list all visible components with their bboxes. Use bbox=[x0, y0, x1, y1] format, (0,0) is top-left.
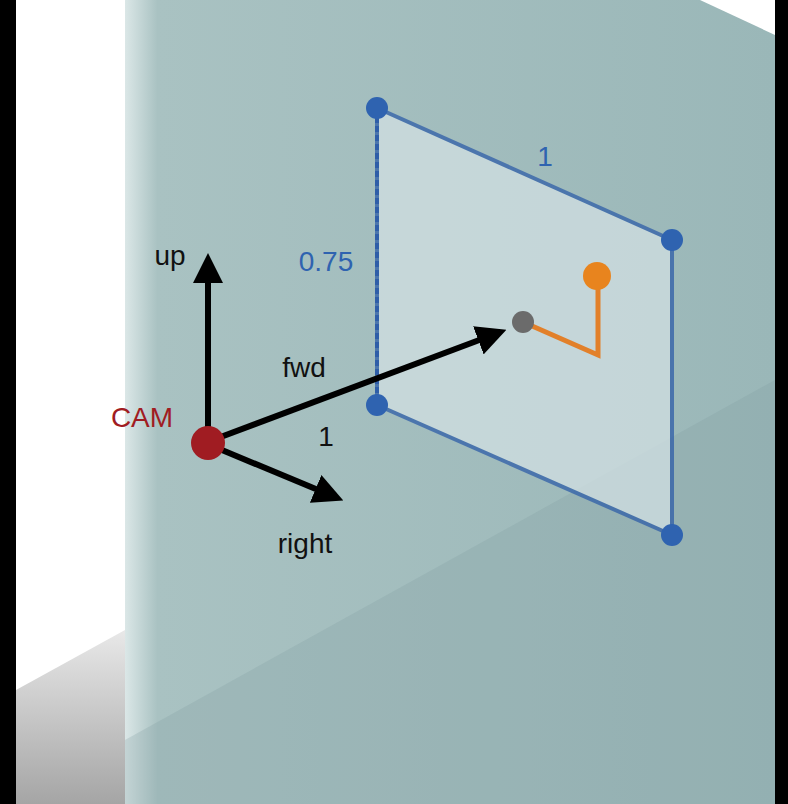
dimension-label: 0.75 bbox=[299, 248, 354, 276]
corner-dot bbox=[661, 229, 683, 251]
fwd-vector bbox=[210, 333, 498, 441]
plane-center bbox=[512, 311, 534, 333]
offset-path bbox=[523, 282, 598, 355]
dimension-label: 1 bbox=[318, 423, 334, 451]
wall-shade bbox=[125, 380, 775, 804]
axis-label: right bbox=[278, 530, 332, 558]
camera-label: CAM bbox=[111, 404, 173, 432]
corner-dot bbox=[366, 394, 388, 416]
floor bbox=[16, 630, 125, 804]
axis-label: fwd bbox=[282, 354, 326, 382]
up-vector bbox=[205, 262, 211, 440]
plane-edge bbox=[375, 108, 379, 405]
target-point bbox=[583, 262, 611, 290]
image-plane bbox=[377, 108, 672, 535]
dimension-label: 1 bbox=[537, 143, 553, 171]
corner-dot bbox=[661, 524, 683, 546]
axis-label: up bbox=[154, 242, 185, 270]
camera-dot bbox=[191, 426, 225, 460]
wall-plane bbox=[125, 0, 775, 804]
corner-dot bbox=[366, 97, 388, 119]
right-vector bbox=[210, 445, 335, 497]
background bbox=[16, 0, 775, 804]
